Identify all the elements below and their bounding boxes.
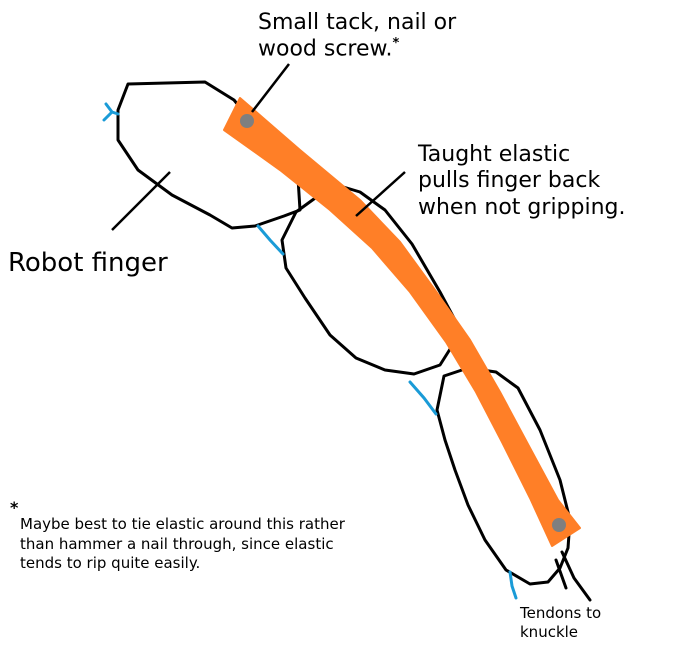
leader-tack [251,63,290,113]
knuckle-line-2 [554,558,568,590]
tack-label: Small tack, nail or wood screw.* [258,10,456,63]
elastic-label-line2: pulls finger back [418,168,601,194]
footnote-line1: Maybe best to tie elastic around this ra… [20,515,345,533]
footnote-line3: tends to rip quite easily. [20,554,201,572]
tack-label-line1: Small tack, nail or [258,10,457,35]
tack-footnote-mark: * [392,36,400,52]
leader-finger [111,171,171,231]
tendon-knuckle [508,570,518,600]
finger-segment-base [435,366,572,586]
tendon-tip [102,102,120,122]
tendons-label: Tendons to knuckle [520,604,601,642]
tack-bottom [552,518,566,532]
tack-label-line2-text: wood screw. [258,36,393,62]
tack-label-line2: wood screw.* [258,36,456,63]
note-footnote-mark: * [10,498,19,517]
elastic-label: Taught elastic pulls finger back when no… [418,142,626,221]
tendons-label-line2: knuckle [520,622,579,641]
tendon-joint-2 [408,380,438,416]
elastic-band [223,97,581,547]
finger-segment-middle [280,184,457,376]
knuckle-line-1 [560,550,592,602]
finger-label: Robot finger [8,248,168,278]
tendons-label-line1: Tendons to [520,604,602,622]
footnote-line2: than hammer a nail through, since elasti… [20,534,334,553]
tendon-joint-1 [256,224,285,256]
footnote-text: Maybe best to tie elastic around this ra… [20,515,345,574]
elastic-label-line1: Taught elastic [418,142,571,167]
tack-top [240,114,254,128]
leader-elastic [355,171,406,217]
elastic-label-line3: when not gripping. [418,194,626,220]
